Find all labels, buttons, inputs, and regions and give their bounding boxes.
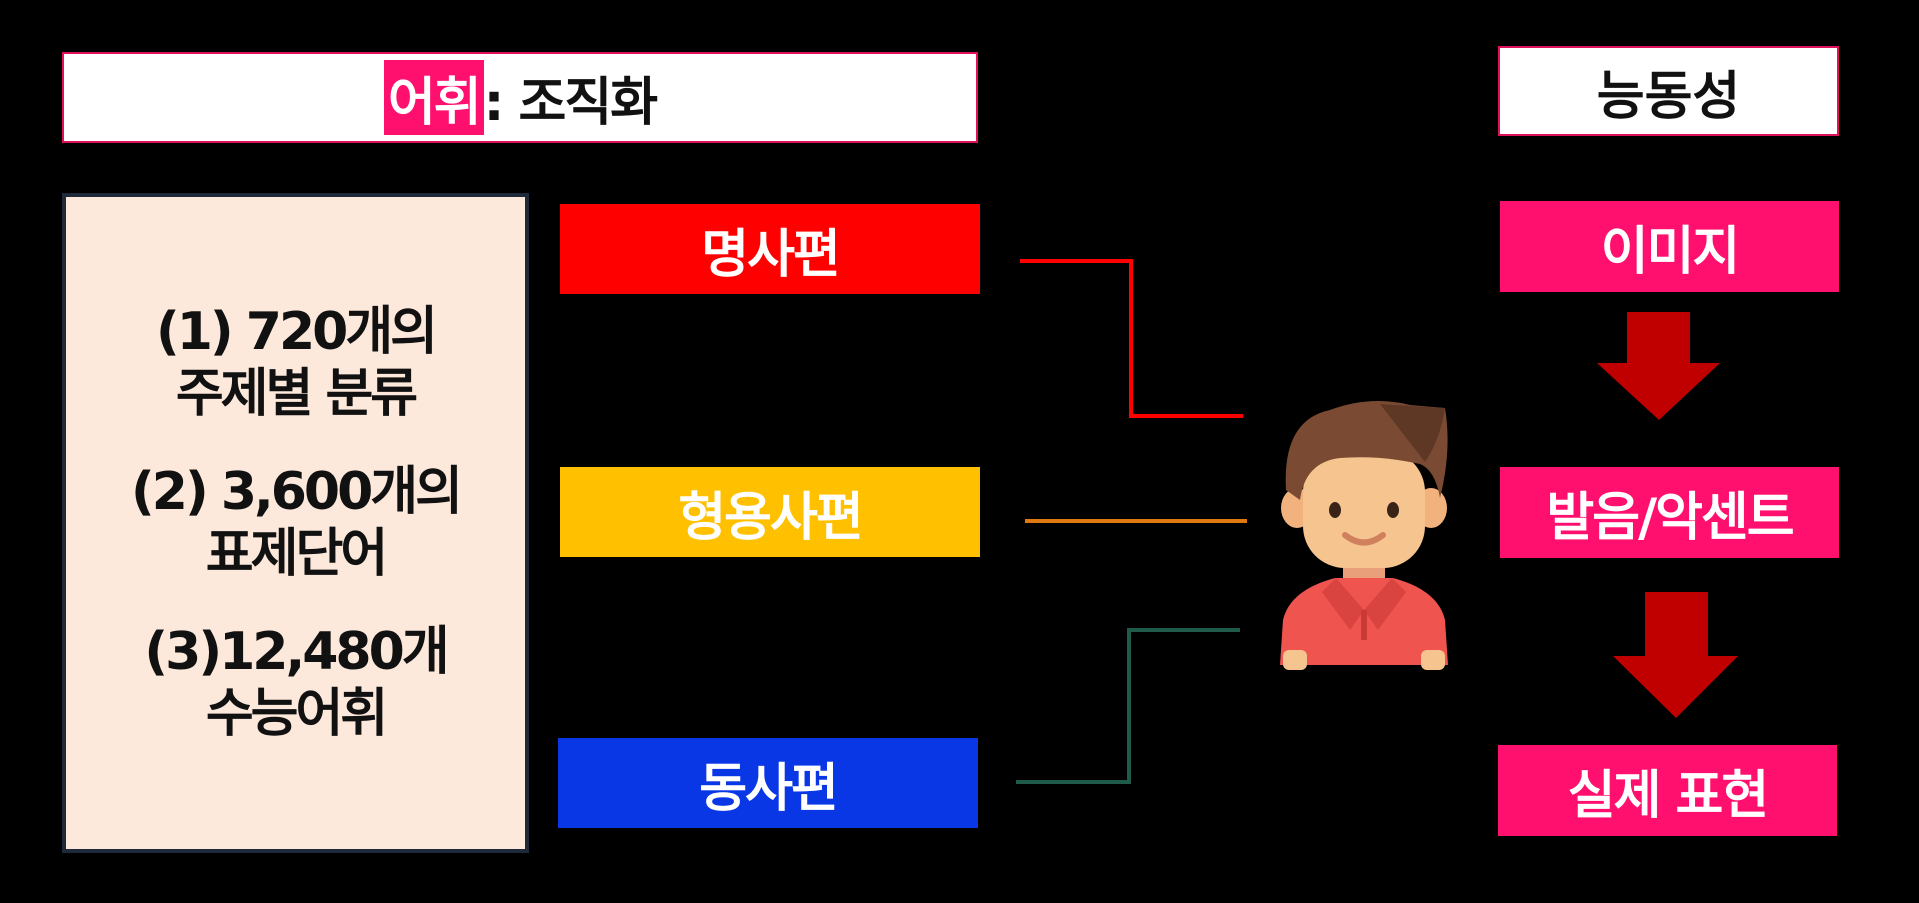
info-item-1-line1: (1) 720개의	[155, 302, 438, 362]
info-item-1-line2: 주제별 분류	[175, 364, 418, 424]
step-pronunciation: 발음/악센트	[1500, 467, 1839, 558]
title-highlight: 어휘	[383, 60, 484, 135]
info-item-2-line2: 표제단어	[205, 524, 388, 584]
title-rest: : 조직화	[483, 73, 658, 133]
connector-verb	[1016, 628, 1240, 784]
info-item-1: (1) 720개의 주제별 분류	[155, 301, 438, 425]
step-image: 이미지	[1500, 201, 1839, 292]
info-item-2: (2) 3,600개의 표제단어	[131, 461, 463, 585]
arrow-down-1-icon	[1597, 312, 1720, 420]
info-item-3-line1: (3)12,480개	[144, 622, 449, 682]
connector-noun	[1020, 259, 1243, 418]
category-adjective: 형용사편	[560, 467, 980, 557]
arrow-down-2-icon	[1613, 592, 1738, 718]
info-item-2-line1: (2) 3,600개의	[131, 462, 463, 522]
category-verb: 동사편	[558, 738, 978, 828]
right-heading: 능동성	[1498, 46, 1839, 136]
category-noun: 명사편	[560, 204, 980, 294]
info-item-3-line2: 수능어휘	[205, 684, 388, 744]
step-real-expression: 실제 표현	[1498, 745, 1837, 836]
info-item-3: (3)12,480개 수능어휘	[144, 621, 449, 745]
title-box: 어휘 : 조직화	[62, 52, 978, 143]
person-icon	[1280, 401, 1448, 670]
info-box: (1) 720개의 주제별 분류 (2) 3,600개의 표제단어 (3)12,…	[62, 193, 529, 853]
